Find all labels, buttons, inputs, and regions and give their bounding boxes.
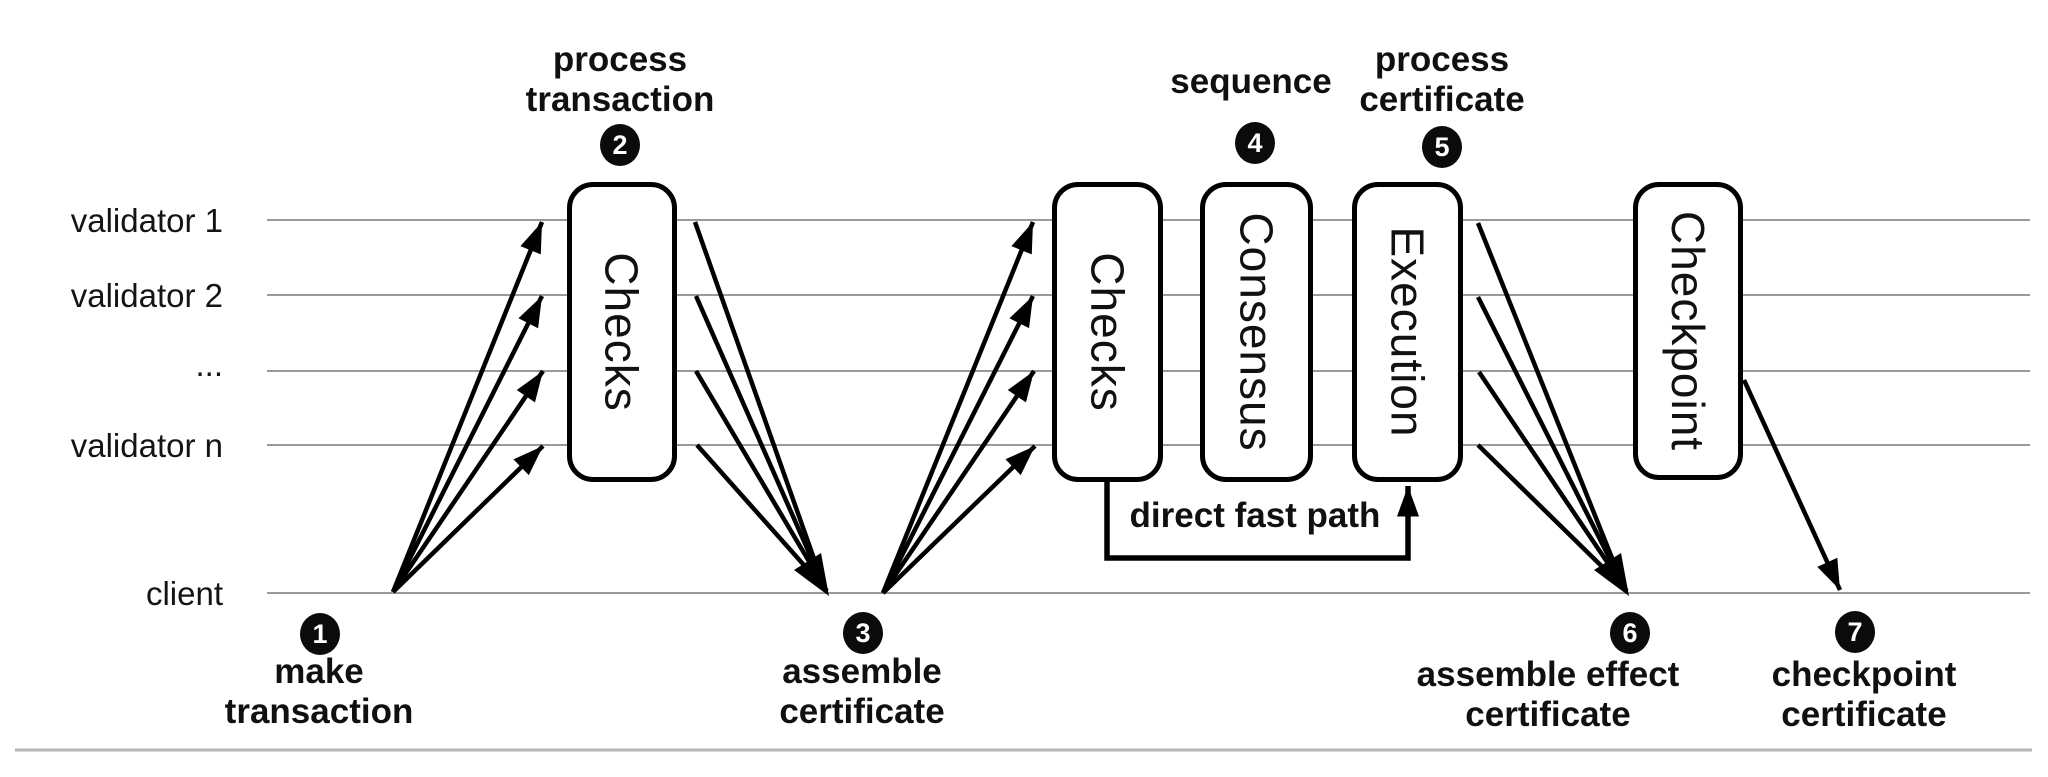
merged-arrowhead <box>1594 553 1629 596</box>
lane-label-validator-n: validator n <box>70 427 223 464</box>
lane-label-client: client <box>145 575 223 612</box>
direct-fast-path-arrow <box>1104 481 1419 561</box>
stage-box-checks-2: Checks <box>1052 182 1163 482</box>
caption-assemble-effect-certificate: assemble effect certificate <box>1416 655 1680 734</box>
step-number: 4 <box>1247 127 1263 158</box>
step-badge-4: 4 <box>1235 122 1275 164</box>
fan-execution-to-client-arrows <box>1475 222 1629 596</box>
step-badge-5: 5 <box>1422 126 1462 168</box>
stage-label: Consensus <box>1230 212 1283 452</box>
stage-box-execution: Execution <box>1352 182 1463 482</box>
caption-process-transaction: process transaction <box>525 40 715 119</box>
lane-label-validator-2: validator 2 <box>70 277 223 314</box>
step-number: 2 <box>612 129 628 160</box>
step-number: 7 <box>1847 616 1863 647</box>
caption-sequence: sequence <box>1170 62 1332 101</box>
step-number: 3 <box>855 617 871 648</box>
merged-arrowhead <box>794 553 829 596</box>
stage-label: Checkpoint <box>1662 210 1715 452</box>
step-number: 5 <box>1434 131 1450 162</box>
caption-make-transaction: make transaction <box>224 652 414 731</box>
stage-box-checks-1: Checks <box>567 182 677 482</box>
lane-label-ellipsis: ... <box>195 346 223 383</box>
fan-checks-to-client-arrows <box>692 221 829 596</box>
step-badge-7: 7 <box>1835 611 1875 653</box>
step-number: 1 <box>312 618 328 649</box>
step-number: 6 <box>1622 617 1638 648</box>
step-badge-3: 3 <box>843 612 883 654</box>
caption-assemble-certificate: assemble certificate <box>779 652 945 731</box>
stage-label: Checks <box>1081 252 1134 412</box>
step-badge-2: 2 <box>600 124 640 166</box>
fan-assemble-certificate-arrows <box>880 221 1037 595</box>
stage-box-consensus: Consensus <box>1200 182 1313 482</box>
stage-box-checkpoint: Checkpoint <box>1633 182 1743 480</box>
step-badge-6: 6 <box>1610 612 1650 654</box>
direct-fast-path-label: direct fast path <box>1129 496 1381 535</box>
checkpoint-certificate-arrow <box>1741 379 1843 591</box>
step-badge-1: 1 <box>300 613 340 655</box>
fan-make-transaction-arrows <box>390 221 545 594</box>
caption-checkpoint-certificate: checkpoint certificate <box>1771 655 1957 734</box>
stage-label: Execution <box>1381 226 1434 438</box>
lane-label-validator-1: validator 1 <box>70 202 223 239</box>
stage-label: Checks <box>596 252 649 412</box>
caption-process-certificate: process certificate <box>1359 40 1525 119</box>
